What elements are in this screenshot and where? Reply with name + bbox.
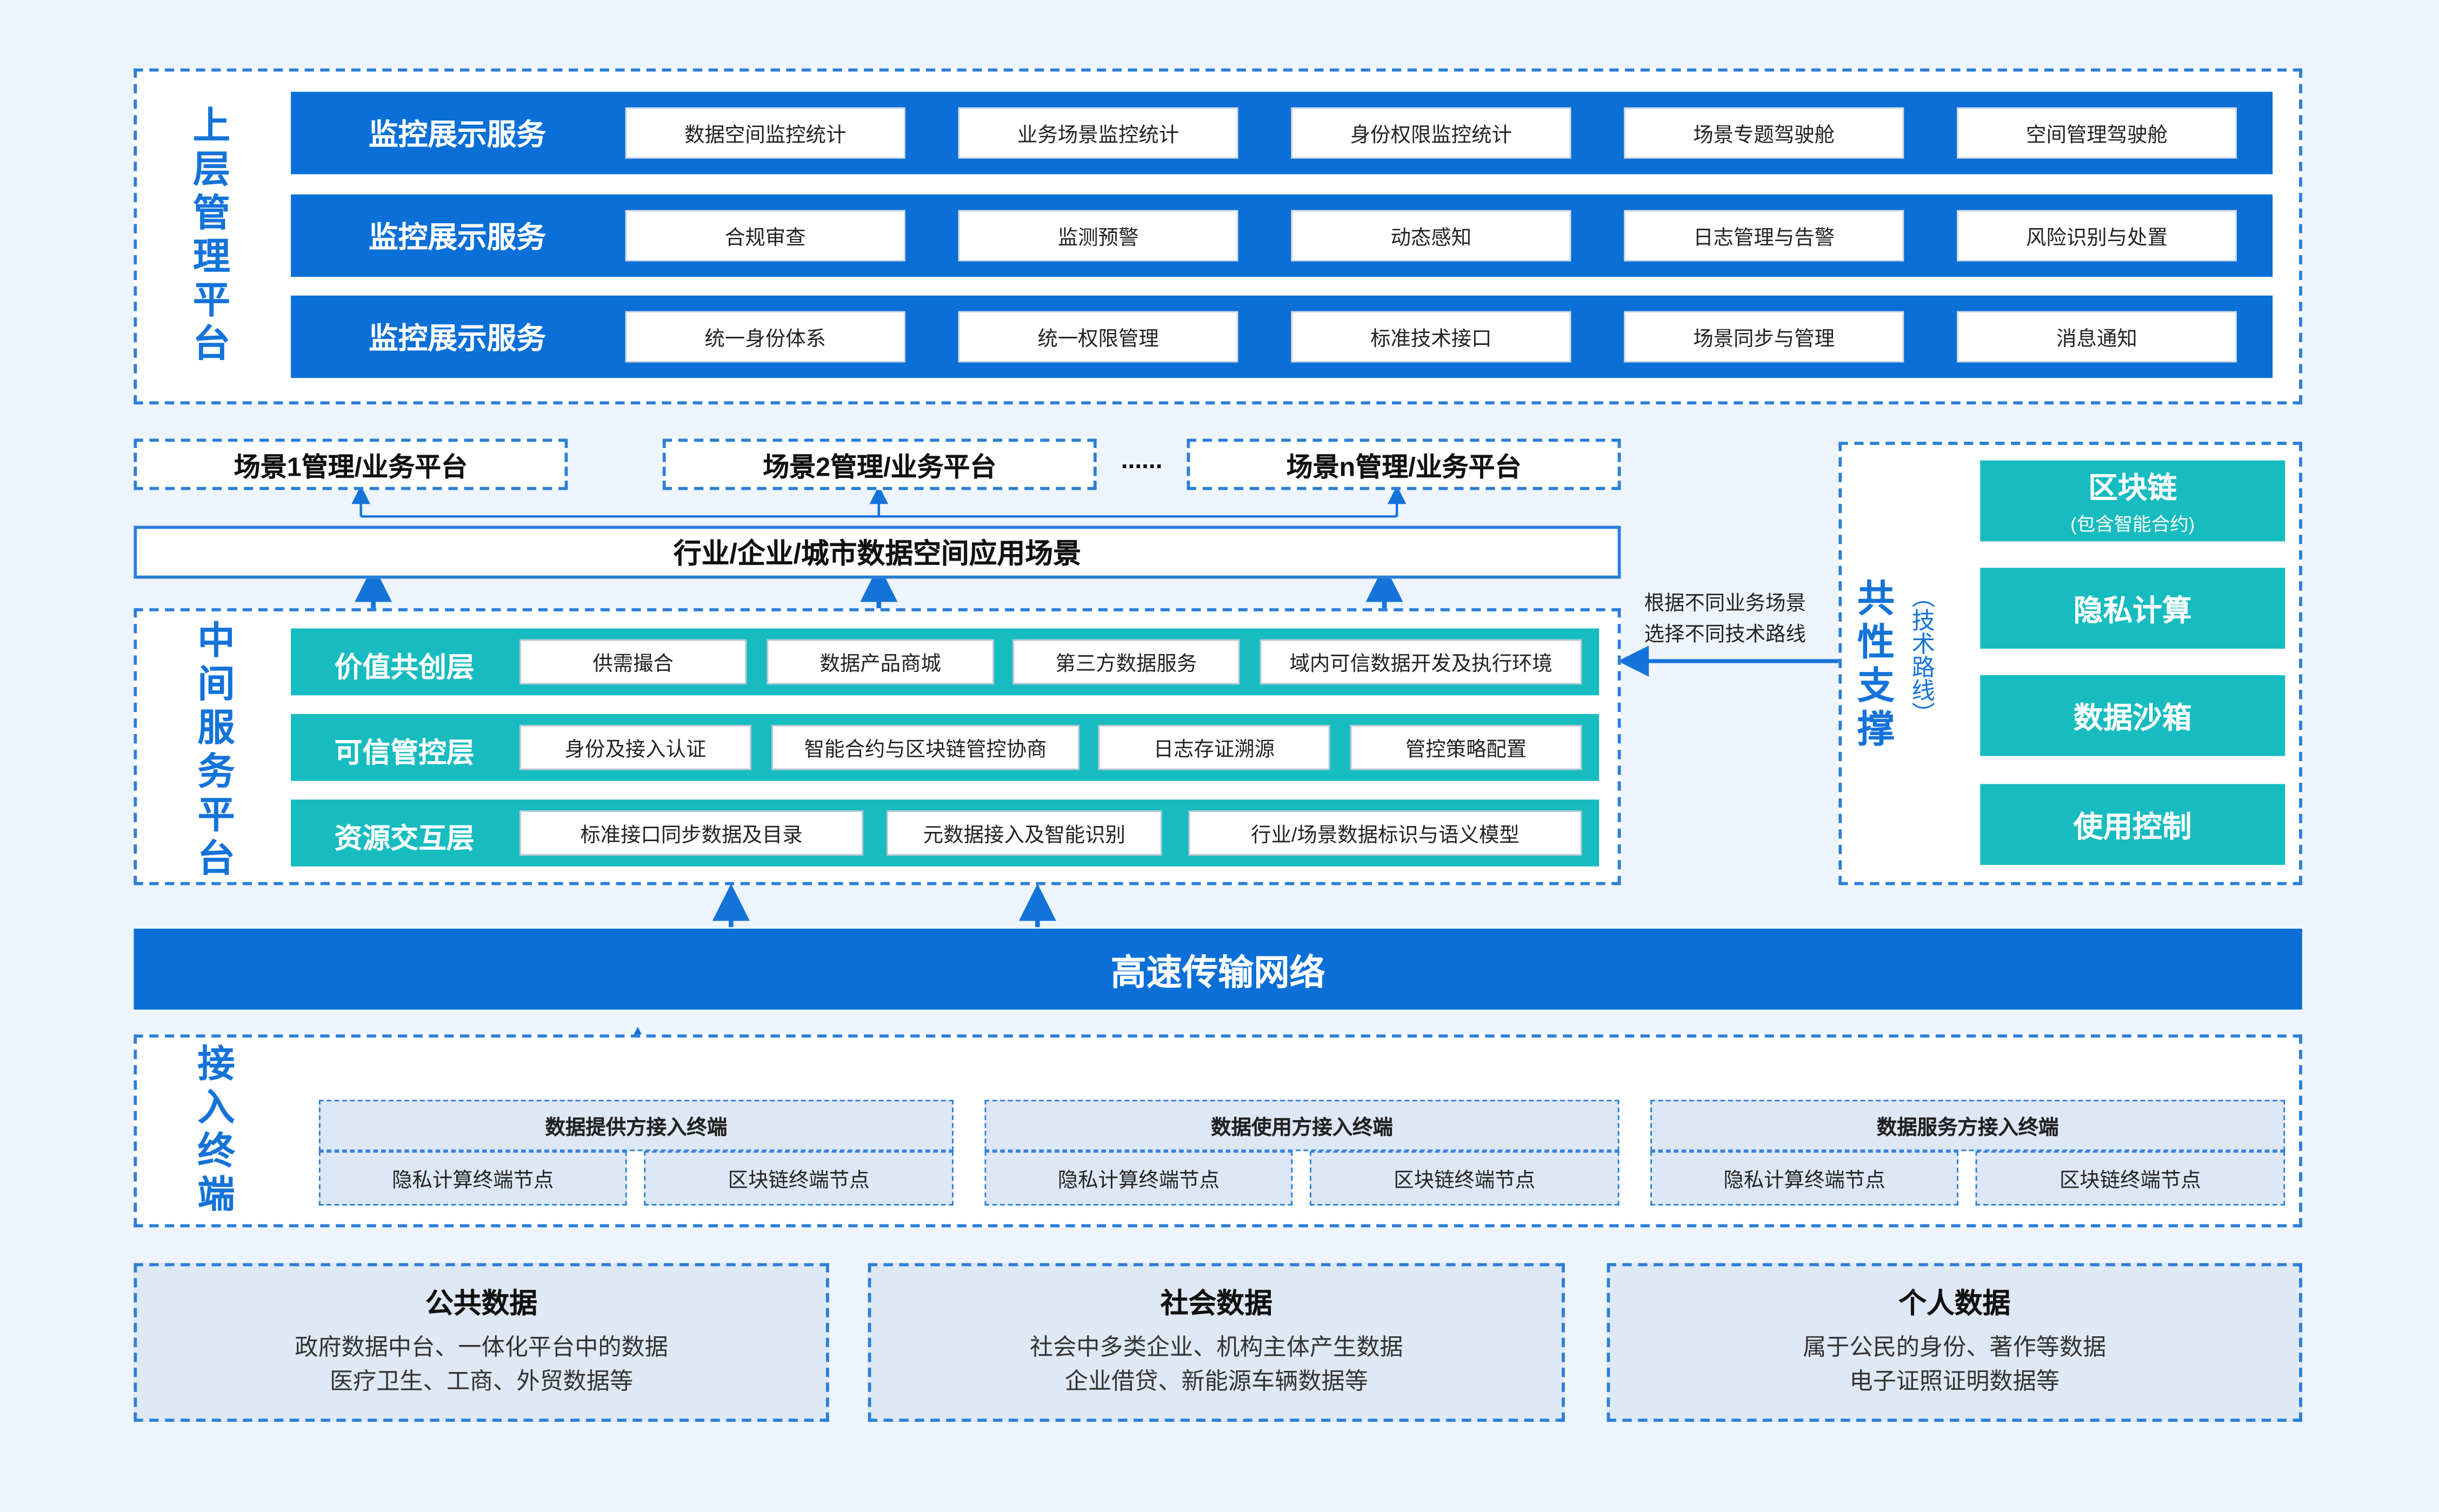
upper-item: 风险识别与处置 [1957, 210, 2237, 262]
layer-item: 第三方数据服务 [1012, 639, 1240, 685]
data-source-line: 属于公民的身份、著作等数据 [1803, 1334, 2107, 1361]
layer-item: 数据产品商城 [767, 639, 994, 685]
upper-item: 合规审查 [625, 210, 905, 262]
upper-item: 场景同步与管理 [1624, 311, 1904, 363]
upper-row-title: 监控展示服务 [368, 119, 547, 153]
support-blockchain: 区块链 (包含智能合约) [1980, 460, 2285, 542]
terminal-group-head: 数据服务方接入终端 [1650, 1100, 2285, 1151]
scene-platform-2: 场景2管理/业务平台 [662, 438, 1097, 490]
upper-item: 动态感知 [1291, 210, 1571, 262]
support-note-line: 选择不同技术路线 [1644, 622, 1806, 646]
upper-item: 场景专题驾驶舱 [1624, 107, 1904, 159]
layer-title: 资源交互层 [334, 823, 475, 854]
upper-item: 标准技术接口 [1291, 311, 1571, 363]
support-privacy-computing: 隐私计算 [1980, 568, 2285, 649]
layer-item: 域内可信数据开发及执行环境 [1260, 639, 1582, 685]
upper-row-3: 监控展示服务 [291, 295, 2273, 378]
data-source-public: 公共数据 政府数据中台、一体化平台中的数据 医疗卫生、工商、外贸数据等 [134, 1263, 829, 1422]
upper-item: 监测预警 [958, 210, 1238, 262]
upper-platform-label: 上层管理平台 [192, 105, 230, 366]
terminal-node: 隐私计算终端节点 [318, 1151, 627, 1206]
upper-row-title: 监控展示服务 [368, 222, 547, 255]
upper-item: 身份权限监控统计 [1291, 107, 1571, 159]
terminal-node: 隐私计算终端节点 [984, 1151, 1293, 1206]
terminal-group-head: 数据使用方接入终端 [984, 1100, 1620, 1151]
upper-row-1: 监控展示服务 [291, 91, 2273, 175]
data-source-line: 企业借贷、新能源车辆数据等 [1064, 1369, 1368, 1396]
layer-item: 标准接口同步数据及目录 [519, 810, 864, 856]
support-data-sandbox: 数据沙箱 [1980, 675, 2285, 756]
upper-item: 数据空间监控统计 [625, 107, 905, 159]
layer-item: 智能合约与区块链管控协商 [771, 724, 1080, 770]
support-block-sub: (包含智能合约) [2070, 513, 2195, 535]
terminal-node: 隐私计算终端节点 [1650, 1151, 1958, 1206]
high-speed-network: 高速传输网络 [134, 928, 2302, 1010]
data-source-line: 社会中多类企业、机构主体产生数据 [1029, 1334, 1403, 1361]
layer-item: 元数据接入及智能识别 [887, 810, 1162, 856]
layer-item: 日志存证溯源 [1098, 724, 1330, 770]
application-scene-bar: 行业/企业/城市数据空间应用场景 [134, 525, 1621, 579]
upper-item: 空间管理驾驶舱 [1957, 107, 2237, 159]
terminal-node: 区块链终端节点 [1309, 1151, 1620, 1206]
upper-row-2: 监控展示服务 [291, 194, 2273, 277]
scene-platform-n: 场景n管理/业务平台 [1187, 438, 1621, 490]
support-label: 共性支撑 [1857, 578, 1895, 751]
layer-item: 管控策略配置 [1350, 724, 1582, 770]
layer-item: 供需撮合 [519, 639, 747, 685]
upper-row-title: 监控展示服务 [368, 323, 547, 356]
support-block-title: 区块链 [2088, 472, 2177, 506]
upper-item: 统一权限管理 [958, 311, 1238, 363]
layer-item: 身份及接入认证 [519, 724, 751, 770]
support-usage-control: 使用控制 [1980, 784, 2285, 865]
upper-item: 业务场景监控统计 [958, 107, 1238, 159]
data-source-title: 个人数据 [1898, 1288, 2011, 1320]
upper-item: 统一身份体系 [625, 311, 905, 363]
data-source-personal: 个人数据 属于公民的身份、著作等数据 电子证照证明数据等 [1607, 1263, 2302, 1422]
data-source-line: 医疗卫生、工商、外贸数据等 [330, 1369, 634, 1396]
layer-title: 可信管控层 [334, 737, 475, 769]
upper-item: 日志管理与告警 [1624, 210, 1904, 262]
support-block-title: 数据沙箱 [2073, 702, 2192, 735]
layer-item: 行业/场景数据标识与语义模型 [1188, 810, 1582, 856]
terminal-node: 区块链终端节点 [644, 1151, 954, 1206]
support-note: 根据不同业务场景 选择不同技术路线 [1630, 588, 1820, 650]
support-sublabel: （技术路线） [1908, 584, 1935, 725]
scene-ellipsis: ...... [1121, 448, 1163, 475]
support-block-title: 使用控制 [2073, 811, 2192, 844]
support-block-title: 隐私计算 [2073, 595, 2192, 628]
layer-title: 价值共创层 [334, 651, 475, 683]
data-source-line: 政府数据中台、一体化平台中的数据 [295, 1334, 668, 1361]
data-source-title: 公共数据 [425, 1288, 538, 1320]
data-source-social: 社会数据 社会中多类企业、机构主体产生数据 企业借贷、新能源车辆数据等 [868, 1263, 1565, 1422]
support-note-line: 根据不同业务场景 [1644, 591, 1806, 615]
data-source-line: 电子证照证明数据等 [1849, 1369, 2060, 1396]
middle-platform-label: 中间服务平台 [197, 621, 235, 881]
terminals-label: 接入终端 [197, 1043, 235, 1217]
terminal-node: 区块链终端节点 [1975, 1151, 2285, 1206]
terminal-group-head: 数据提供方接入终端 [318, 1100, 954, 1151]
scene-platform-1: 场景1管理/业务平台 [134, 438, 568, 490]
upper-item: 消息通知 [1957, 311, 2237, 363]
data-source-title: 社会数据 [1160, 1288, 1272, 1320]
